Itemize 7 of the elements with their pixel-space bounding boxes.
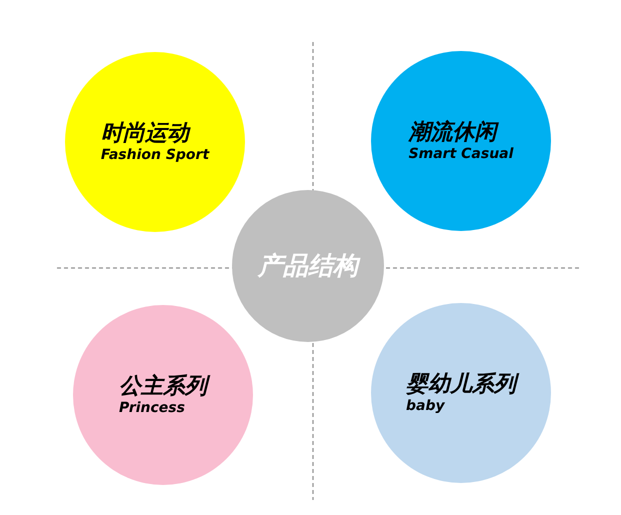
category-title: 潮流休闲	[408, 120, 497, 146]
category-subtitle: Fashion Sport	[100, 146, 210, 164]
category-subtitle: Princess	[119, 400, 185, 416]
category-title: 时尚运动	[100, 120, 189, 146]
category-title: 产品结构	[258, 253, 358, 279]
category-subtitle: baby	[406, 398, 445, 414]
category-subtitle: Smart Casual	[408, 146, 514, 162]
